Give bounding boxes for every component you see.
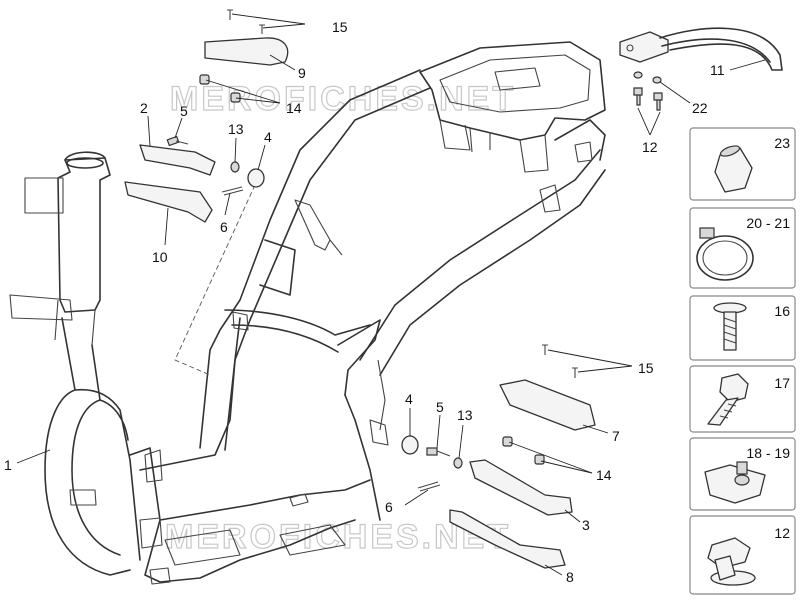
callout-9: 9 — [298, 65, 306, 81]
callout-8: 8 — [566, 569, 574, 585]
callout-15-bottom: 15 — [638, 360, 654, 376]
part-15-screw-c — [542, 344, 548, 355]
part-15-screw-d — [572, 367, 578, 378]
scooter-frame — [9, 41, 606, 585]
part-15-screw-b — [259, 24, 265, 34]
part-10-cover — [124, 181, 213, 223]
callout-22: 22 — [692, 100, 708, 116]
hex-bolt-icon — [707, 373, 749, 426]
part-11-grab-handle — [619, 27, 783, 71]
side-box-16: 16 — [689, 295, 796, 361]
part-15-screw-a — [227, 9, 233, 20]
callout-6-left: 6 — [220, 219, 228, 235]
watermark-top: MEROFICHES.NET — [170, 80, 516, 118]
side-box-label: 17 — [774, 375, 790, 391]
part-22-washer-a — [633, 71, 643, 79]
side-box-label: 18 - 19 — [746, 445, 790, 461]
part-13-washer-right — [453, 457, 463, 469]
part-3-bracket — [469, 459, 573, 516]
part-4-ring-right — [401, 435, 419, 455]
flange-screw-icon — [713, 302, 747, 351]
callout-14-bottom: 14 — [596, 467, 612, 483]
callout-1: 1 — [4, 457, 12, 473]
part-9-cover — [204, 37, 289, 66]
side-box-20-21: 20 - 21 — [689, 207, 796, 289]
side-box-18-19: 18 - 19 — [689, 437, 796, 511]
watermark-bottom: MEROFICHES.NET — [165, 518, 511, 556]
callout-2: 2 — [140, 100, 148, 116]
callout-3: 3 — [582, 517, 590, 533]
callout-13-left: 13 — [228, 121, 244, 137]
callout-4-left: 4 — [264, 129, 272, 145]
side-box-label: 23 — [774, 135, 790, 151]
part-12-bolt-a — [633, 87, 643, 106]
part-12-bolt-b — [653, 92, 663, 111]
part-2-bracket — [139, 144, 216, 176]
callout-7: 7 — [612, 428, 620, 444]
side-box-label: 20 - 21 — [746, 215, 790, 231]
part-8-cover — [449, 509, 566, 569]
callout-5-left: 5 — [180, 103, 188, 119]
callout-5-right: 5 — [436, 399, 444, 415]
part-14-spacer-d — [534, 454, 545, 465]
callout-6-right: 6 — [385, 499, 393, 515]
side-box-label: 16 — [774, 303, 790, 319]
side-box-23: 23 — [689, 127, 796, 201]
leader-lines — [16, 13, 766, 576]
callout-15-top: 15 — [332, 19, 348, 35]
callout-14-top: 14 — [286, 100, 302, 116]
callout-13-right: 13 — [457, 407, 473, 423]
part-14-spacer-a — [199, 74, 210, 85]
callout-11: 11 — [710, 62, 725, 78]
mounting-dashed-outline — [174, 184, 256, 376]
callout-4-right: 4 — [405, 391, 413, 407]
spring-nut-icon — [704, 461, 766, 504]
part-6-pin-left — [221, 186, 244, 196]
side-box-17: 17 — [689, 365, 796, 433]
side-box-12: 12 — [689, 515, 796, 595]
side-box-label: 12 — [774, 525, 790, 541]
part-14-spacer-b — [230, 92, 241, 103]
part-7-cover — [499, 379, 596, 431]
part-5-bolt-right — [426, 447, 451, 457]
part-13-washer-left — [230, 161, 240, 173]
part-14-spacer-c — [502, 436, 513, 447]
callout-12: 12 — [642, 139, 658, 155]
hose-clamp-icon — [696, 227, 754, 281]
callout-10: 10 — [152, 249, 168, 265]
sleeve-icon — [714, 145, 753, 193]
part-6-pin-right — [417, 481, 441, 492]
part-22-washer-b — [652, 76, 662, 84]
part-5-bolt-left — [166, 135, 189, 147]
part-4-ring-left — [247, 168, 265, 188]
flange-bolt-icon — [707, 537, 756, 586]
